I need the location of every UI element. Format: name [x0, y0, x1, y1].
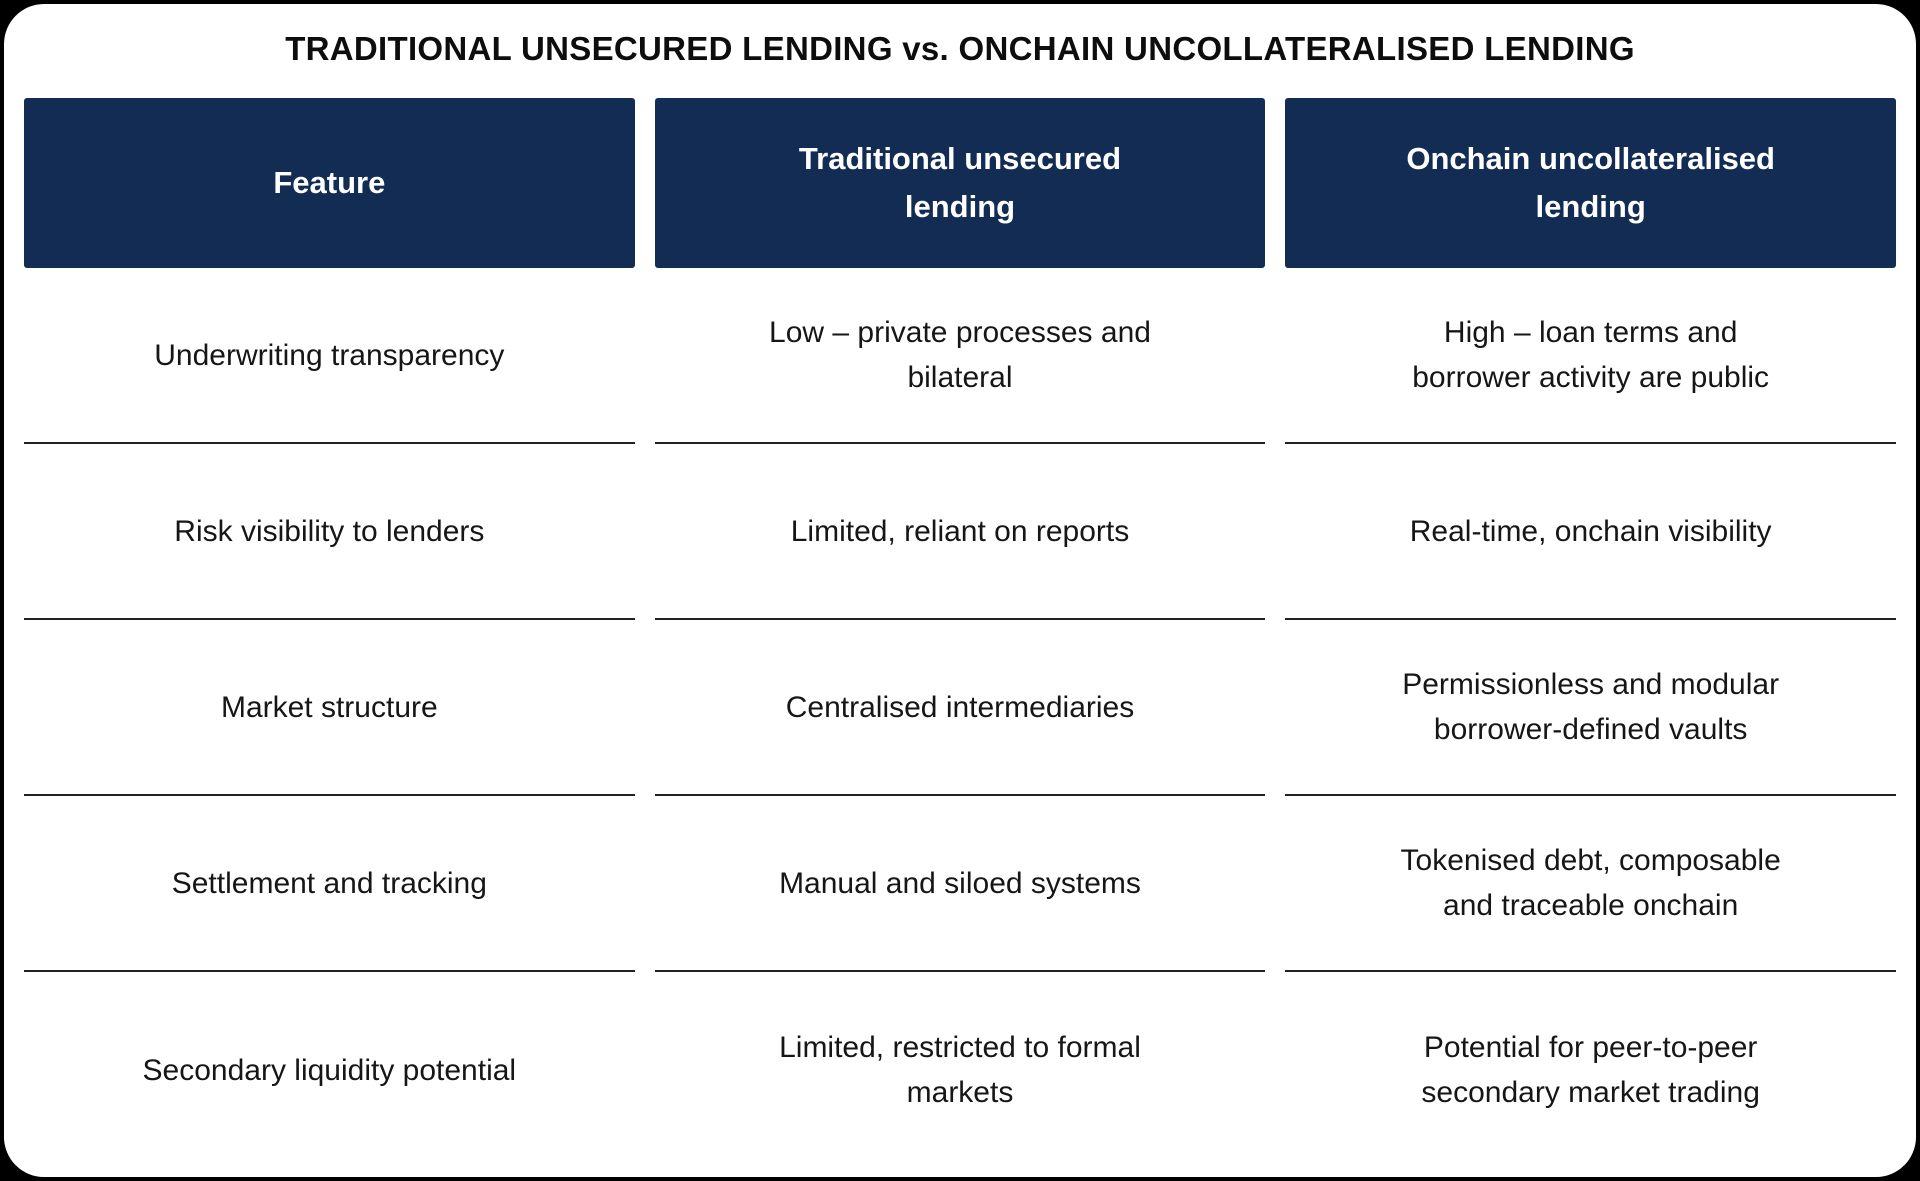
row-3-feature-cell: Market structure	[24, 620, 635, 796]
row-4-traditional-cell: Manual and siloed systems	[654, 796, 1266, 972]
row-5-feature-cell: Secondary liquidity potential	[142, 1053, 517, 1087]
row-2-traditional-cell: Limited, reliant on reports	[654, 444, 1266, 620]
row-4-feature-cell: Settlement and tracking	[24, 796, 635, 972]
column-header-feature: Feature	[24, 98, 635, 268]
row-5-onchain-cell: Potential for peer-to-peer secondary mar…	[1421, 1031, 1760, 1109]
column-header-onchain: Onchain uncollateralised lending	[1285, 98, 1896, 268]
row-3-onchain-cell: Permissionless and modular borrower-defi…	[1285, 620, 1896, 796]
comparison-card: TRADITIONAL UNSECURED LENDING vs. ONCHAI…	[4, 4, 1916, 1177]
table-title: TRADITIONAL UNSECURED LENDING vs. ONCHAI…	[285, 30, 1635, 67]
row-4-onchain-cell: Tokenised debt, composable and traceable…	[1285, 796, 1896, 972]
column-header-traditional: Traditional unsecured lending	[654, 98, 1266, 268]
row-1-onchain-cell: High – loan terms and borrower activity …	[1285, 268, 1896, 444]
comparison-table: Feature Traditional unsecured lending On…	[24, 98, 1896, 1168]
row-2-feature-cell: Risk visibility to lenders	[24, 444, 635, 620]
row-3-traditional-cell: Centralised intermediaries	[654, 620, 1266, 796]
row-1-feature-cell: Underwriting transparency	[24, 268, 635, 444]
row-1-traditional-cell: Low – private processes and bilateral	[654, 268, 1266, 444]
row-5-traditional-cell: Limited, restricted to formal markets	[779, 1031, 1141, 1109]
row-2-onchain-cell: Real-time, onchain visibility	[1285, 444, 1896, 620]
